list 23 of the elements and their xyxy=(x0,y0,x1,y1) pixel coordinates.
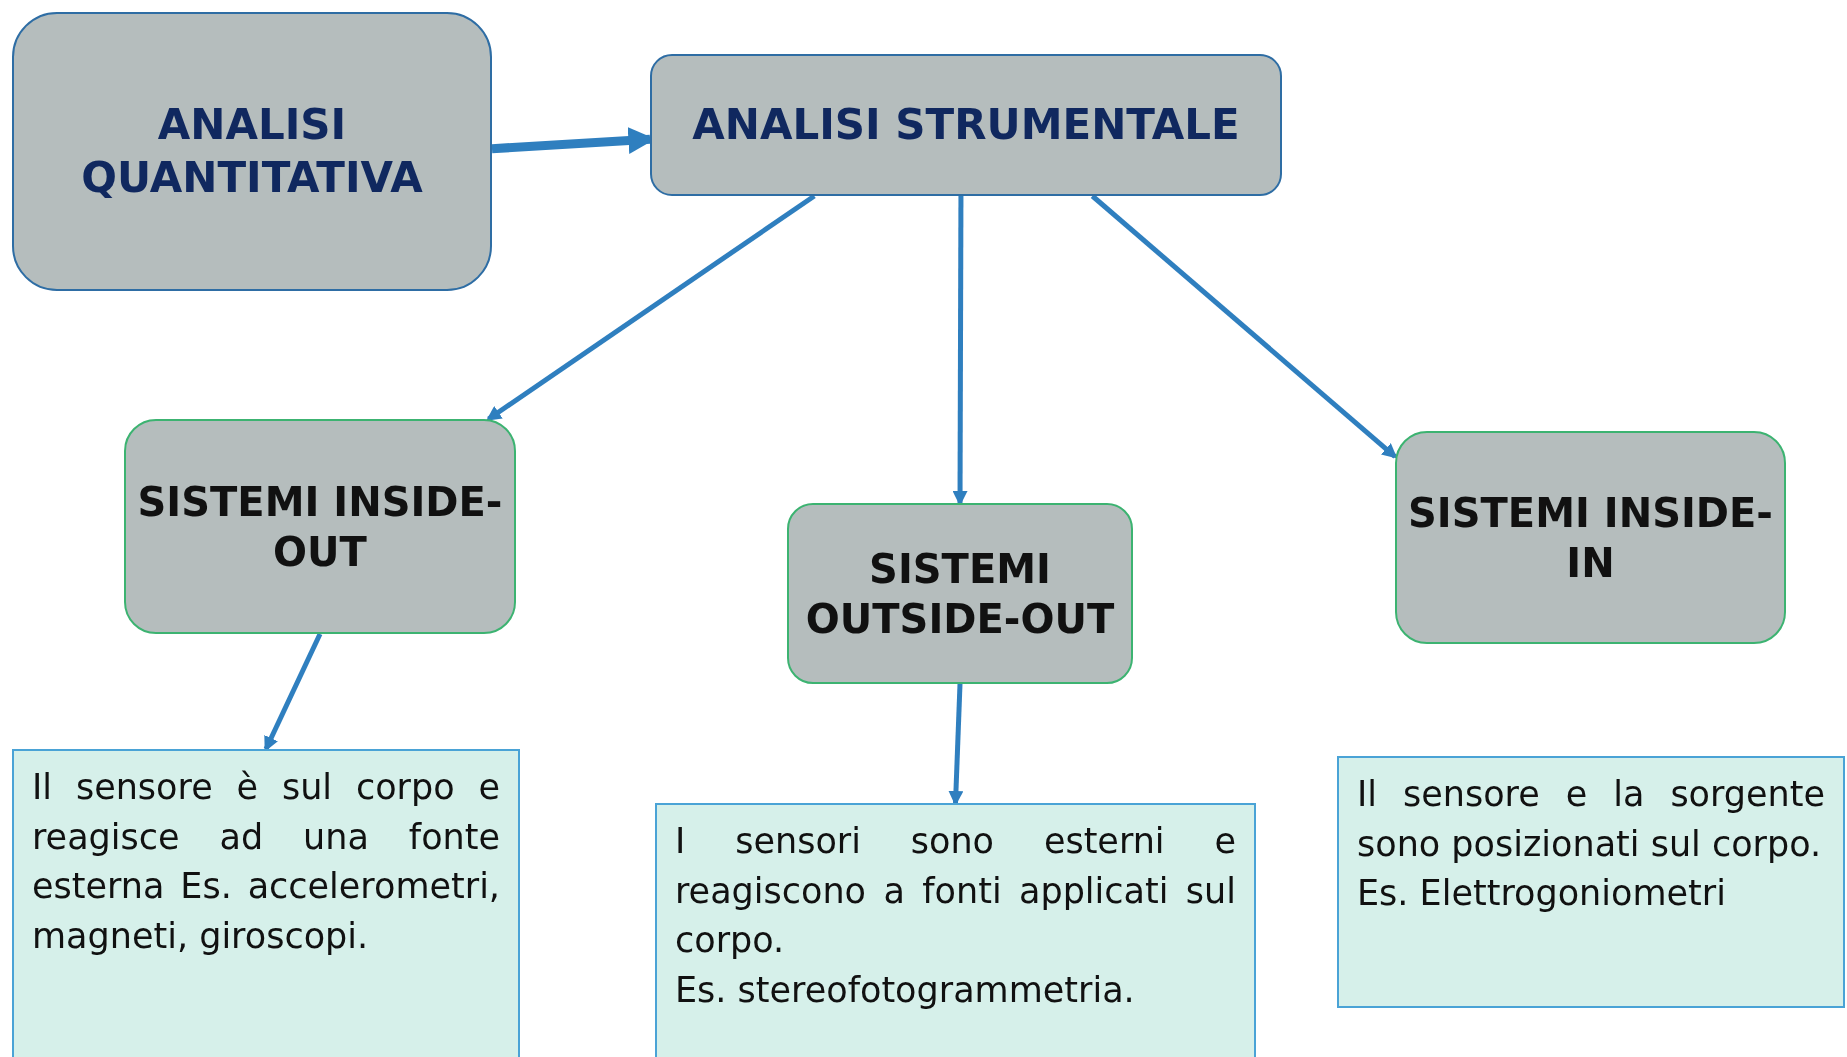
description-box xyxy=(1337,756,1845,1008)
box-title: ANALISI STRUMENTALE xyxy=(692,98,1240,151)
arrow xyxy=(486,193,816,422)
arrow xyxy=(948,683,964,806)
description-box xyxy=(12,749,520,1057)
description-box xyxy=(655,803,1256,1057)
box-title: SISTEMI INSIDE-IN xyxy=(1407,488,1774,588)
box-title: ANALISI QUANTITATIVA xyxy=(80,99,424,204)
description-text: Es. Elettrogoniometri xyxy=(1357,872,1727,916)
category-box xyxy=(124,419,516,634)
description-text: Il sensore è sul corpo e reagisce ad una fonte esterna Es. accelerometri, magneti, giroscopi. xyxy=(32,766,500,959)
description-text: Es. stereofotogrammetria. xyxy=(675,969,1136,1013)
box-title: SISTEMI OUTSIDE-OUT xyxy=(804,544,1116,644)
description-text: Il sensore e la sorgente sono posizionati sul corpo. xyxy=(1357,773,1825,866)
description-text: I sensori sono esterni e reagiscono a fonti applicati sul corpo. xyxy=(675,820,1236,963)
box-title: SISTEMI INSIDE-OUT xyxy=(136,477,504,577)
category-box xyxy=(650,54,1282,196)
category-box xyxy=(12,12,492,291)
category-box xyxy=(1395,431,1786,644)
category-box xyxy=(787,503,1133,684)
arrow xyxy=(263,632,323,752)
arrow xyxy=(952,196,968,506)
arrow xyxy=(1090,194,1398,459)
